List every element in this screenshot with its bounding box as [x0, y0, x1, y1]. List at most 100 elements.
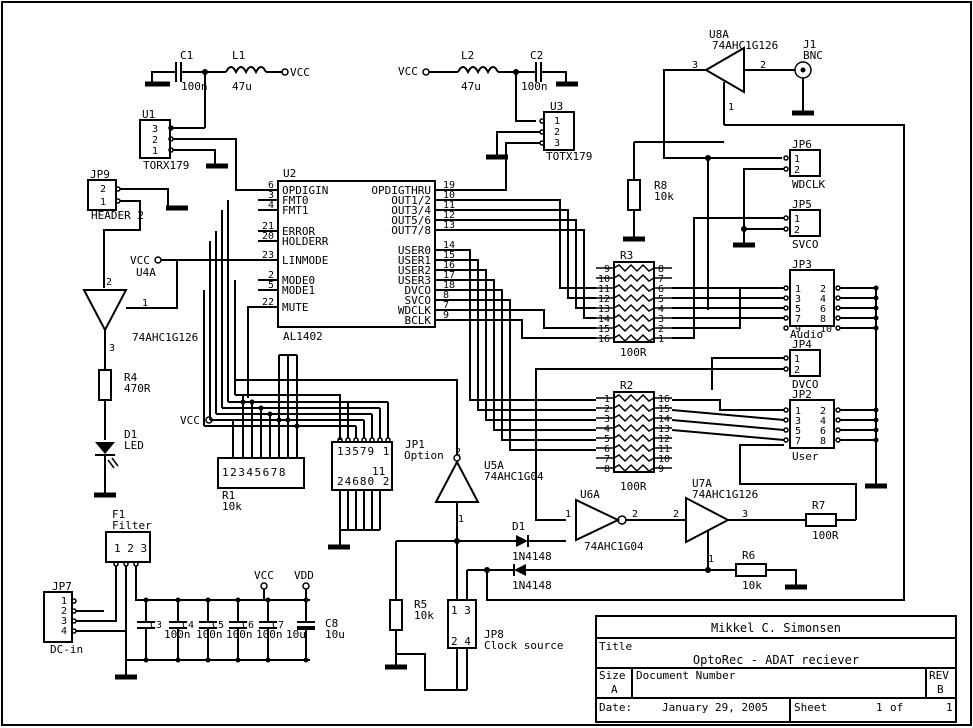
u3-ref: U3 [550, 100, 563, 113]
led-ref: D1 [124, 428, 137, 441]
r2-resistor-element [613, 403, 655, 413]
jp9-pin-2: 2 [100, 184, 106, 195]
c1-ref: C1 [180, 49, 193, 62]
l2-value: 47u [461, 80, 481, 93]
u2-right-pin-name: OUT3/4 [391, 204, 431, 217]
jp3-left-terminal [783, 305, 789, 311]
vcc-label-caps: VCC [254, 569, 274, 582]
r2-ref: R2 [620, 379, 633, 392]
jp2-right-pin: 2 [820, 406, 826, 417]
r3-ref: R3 [620, 249, 633, 262]
jp1-ref: JP1 [405, 438, 425, 451]
r2-left-pin: 8 [604, 464, 610, 475]
u2-left-pin-number: 3 [268, 190, 274, 201]
tb-size-label: Size [599, 669, 626, 682]
u2-left-pin-name: HOLDERR [282, 235, 329, 248]
r1-resistor-network: VCC 12345678 R1 10k [180, 354, 305, 513]
r7-value: 100R [812, 529, 839, 542]
jp7-pin-2: 2 [61, 606, 67, 617]
jp2-right-pin: 6 [820, 426, 826, 437]
jp3-left-pin: 9 [795, 324, 801, 335]
u2-left-pin-name: OPDIGIN [282, 184, 328, 197]
r2-left-pin: 6 [604, 444, 610, 455]
tb-docnum-label: Document Number [636, 669, 736, 682]
jp2-left-pin: 5 [795, 426, 801, 437]
tb-title: OptoRec - ADAT reciever [693, 653, 859, 667]
r2-left-pin: 2 [604, 404, 610, 415]
jp3-right-terminal [835, 305, 841, 311]
r2-resistor-element [613, 443, 655, 453]
jp8-pins-bottom: 2 4 [451, 635, 471, 648]
jp1-option-header: 13579 1 11 24680 2 JP1 Option 2 [236, 379, 461, 550]
r3-resistor-element [613, 283, 655, 293]
jp2-left-pin: 7 [795, 436, 801, 447]
u2-right-pin-name: BCLK [405, 314, 432, 327]
u2-left-pin-number: 6 [268, 180, 274, 191]
tb-sheet-label: Sheet [794, 701, 827, 714]
r2-right-pin: 9 [658, 464, 664, 475]
u2-left-wiring [177, 200, 388, 440]
u1-pin-3: 3 [152, 124, 158, 135]
r2-resistor-element [613, 413, 655, 423]
jp7-pin-3: 3 [61, 616, 67, 627]
c2-ref: C2 [530, 49, 543, 62]
r2-left-pins: 12345678 [596, 394, 614, 475]
r3-left-pin: 10 [598, 274, 610, 285]
jp3-right-pin: 6 [820, 304, 826, 315]
u6a-inverter: U6A 74AHC1G04 1 2 [565, 488, 686, 553]
jp6-pin-1: 1 [794, 154, 800, 165]
diodes-d1-d2: D1 1N4148 1N4148 [484, 520, 708, 592]
r3-left-pin: 13 [598, 304, 610, 315]
u8-name: 74AHC1G126 [712, 39, 778, 52]
r3-right-pin: 2 [658, 324, 664, 335]
r3-right-pin: 5 [658, 294, 664, 305]
u2-left-pin-number: 5 [268, 280, 274, 291]
jp5-pin-1: 1 [794, 214, 800, 225]
jp2-left-terminal [783, 427, 789, 433]
c6-ref: C6 [242, 620, 254, 631]
u8-pin-3: 3 [692, 60, 698, 71]
u4a-buffer: VCC U4A 2 1 3 74AHC1G126 R4 470R D1 LED [82, 254, 198, 498]
jp2-left-pin: 3 [795, 416, 801, 427]
power-input-section: F1 Filter 1 2 3 JP7 1 2 3 4 DC-in C3100n… [43, 508, 345, 680]
jp9-header: JP9 2 1 HEADER 2 [87, 168, 188, 288]
jp4-pin-2: 2 [794, 365, 800, 376]
r2-resistor-element [613, 423, 655, 433]
r1-pins: 12345678 [222, 466, 287, 479]
jp4-name: DVCO [792, 378, 819, 391]
r3-left-pin: 16 [598, 334, 610, 345]
jp2-right-terminal [835, 407, 841, 413]
jp2-right-pin: 4 [820, 416, 826, 427]
r3-right-pin: 7 [658, 274, 664, 285]
u6-pin-1: 1 [565, 509, 571, 520]
r1-value: 10k [222, 500, 242, 513]
jp3-ref: JP3 [792, 258, 812, 271]
r8-resistor: R8 10k [623, 141, 724, 242]
u2-left-pin-name: FMT0 [282, 194, 309, 207]
r3-value: 100R [620, 346, 647, 359]
jp3-right-pin: 8 [820, 314, 826, 325]
c8-value: 10u [325, 628, 345, 641]
jp9-pin-1: 1 [100, 197, 106, 208]
d1-value: 1N4148 [512, 550, 552, 563]
r3-left-pin: 14 [598, 314, 610, 325]
title-block: Mikkel C. Simonsen Title OptoRec - ADAT … [595, 615, 957, 723]
r2-resistor-element [613, 453, 655, 463]
u8-pin-2: 2 [760, 60, 766, 71]
r3-right-pin: 6 [658, 284, 664, 295]
jp6-pin-2: 2 [794, 165, 800, 176]
jp3-right-pin: 2 [820, 284, 826, 295]
f1-pins: 1 2 3 [114, 542, 147, 555]
tb-size: A [611, 683, 618, 696]
r2-left-pin: 4 [604, 424, 610, 435]
u8-ref: U8A [709, 28, 729, 41]
jp1-pins-bottom: 24680 2 [337, 475, 390, 488]
r2-left-pin: 1 [604, 394, 610, 405]
u2-right-pin-name: OUT5/6 [391, 214, 431, 227]
u3-pin-1: 1 [554, 116, 560, 127]
jp2-left-terminal [783, 417, 789, 423]
u7-pin-1: 1 [708, 554, 714, 565]
